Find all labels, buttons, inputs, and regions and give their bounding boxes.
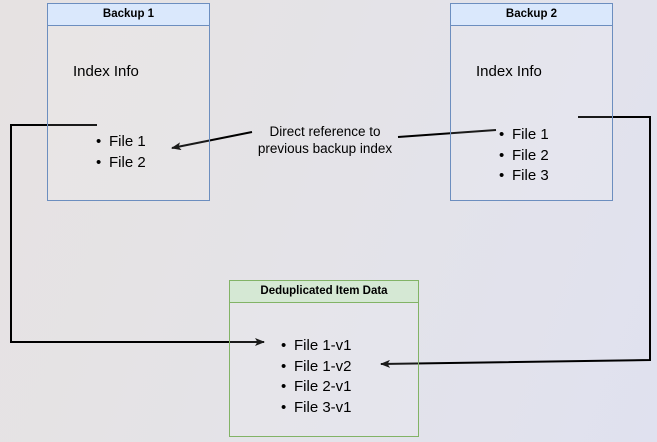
node-backup-1-body: Index Info File 1 File 2 xyxy=(48,26,209,200)
backup-1-file-list: File 1 File 2 xyxy=(93,132,146,173)
list-item: File 1-v2 xyxy=(281,357,351,378)
list-item: File 2 xyxy=(96,153,146,174)
list-item: File 2-v1 xyxy=(281,377,351,398)
node-backup-2[interactable]: Backup 2 Index Info File 1 File 2 File 3 xyxy=(450,3,613,201)
list-item: File 3 xyxy=(499,166,549,187)
node-backup-2-title: Backup 2 xyxy=(451,4,612,26)
node-deduplicated-item-data-body: File 1-v1 File 1-v2 File 2-v1 File 3-v1 xyxy=(230,303,418,436)
node-backup-1[interactable]: Backup 1 Index Info File 1 File 2 xyxy=(47,3,210,201)
list-item: File 1 xyxy=(96,132,146,153)
list-item: File 3-v1 xyxy=(281,398,351,419)
edge-label-direct-reference: Direct reference to previous backup inde… xyxy=(257,124,393,156)
backup-2-index-info-label: Index Info xyxy=(476,63,542,80)
node-deduplicated-item-data-title: Deduplicated Item Data xyxy=(230,281,418,303)
list-item: File 1-v1 xyxy=(281,336,351,357)
dedup-file-list: File 1-v1 File 1-v2 File 2-v1 File 3-v1 xyxy=(278,336,351,419)
backup-1-index-info-label: Index Info xyxy=(73,63,139,80)
node-backup-2-body: Index Info File 1 File 2 File 3 xyxy=(451,26,612,200)
list-item: File 2 xyxy=(499,146,549,167)
node-deduplicated-item-data[interactable]: Deduplicated Item Data File 1-v1 File 1-… xyxy=(229,280,419,437)
list-item: File 1 xyxy=(499,125,549,146)
backup-2-file-list: File 1 File 2 File 3 xyxy=(496,125,549,187)
node-backup-1-title: Backup 1 xyxy=(48,4,209,26)
